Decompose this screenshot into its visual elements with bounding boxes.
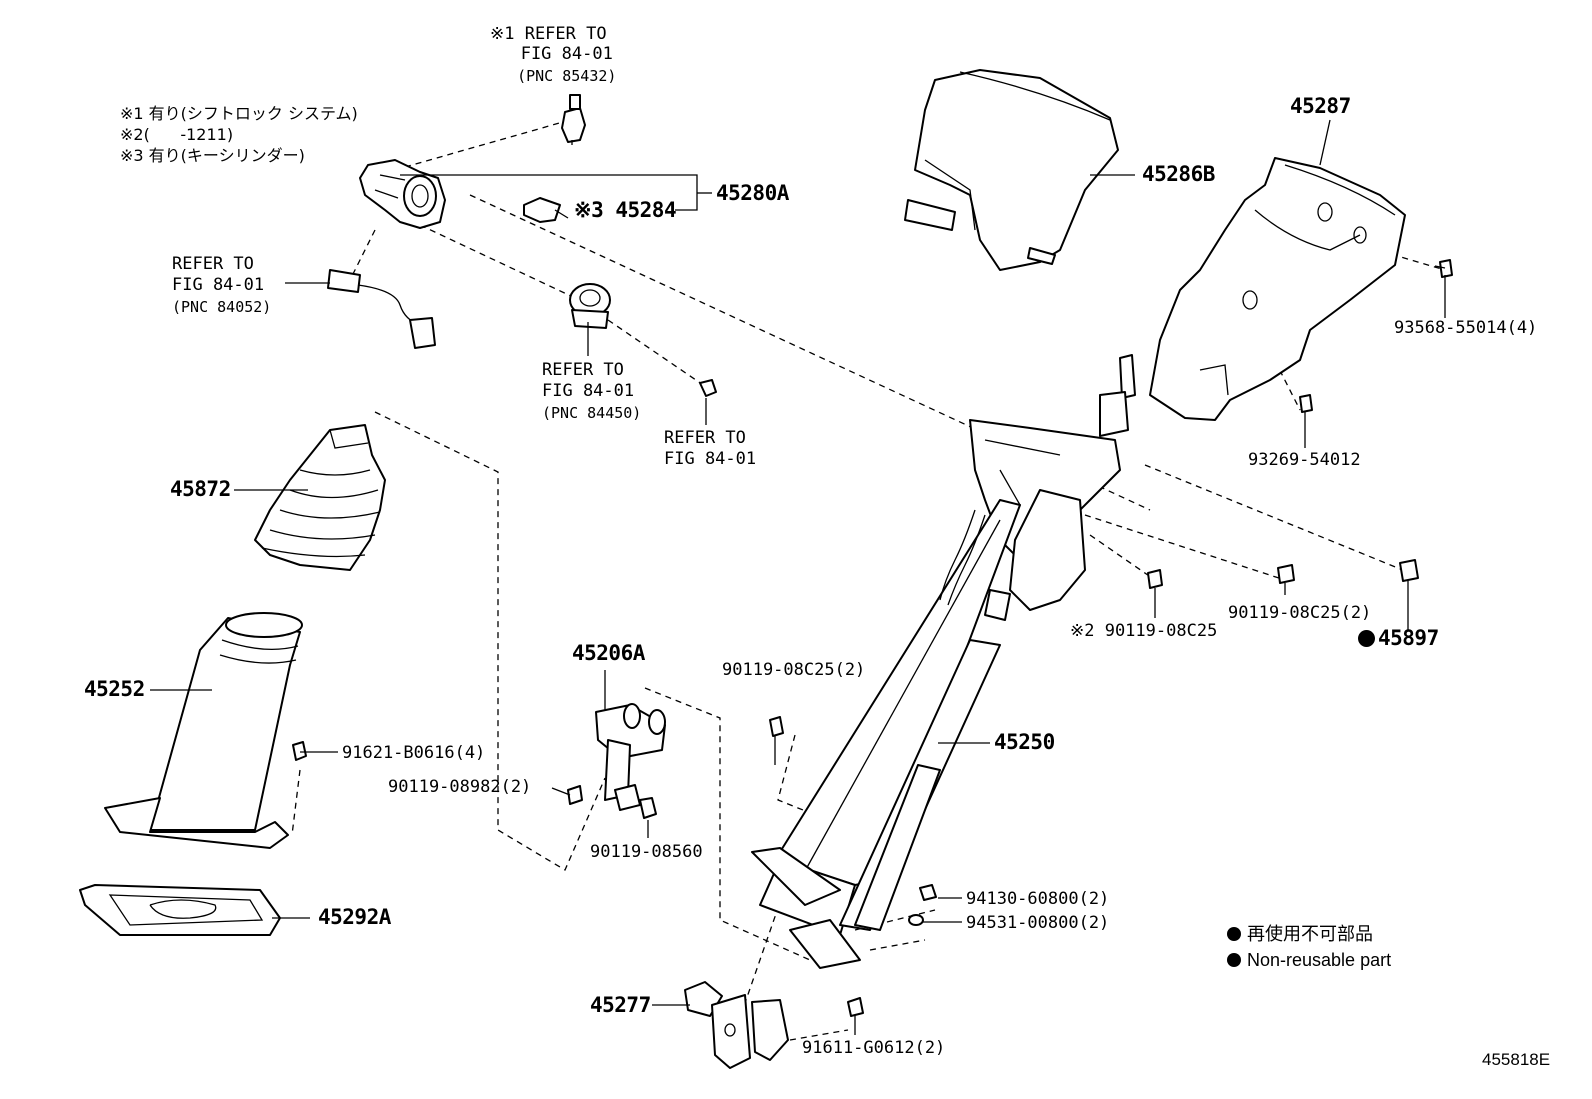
key-cylinder-45284 bbox=[523, 197, 569, 223]
callout-90119-08560: 90119-08560 bbox=[590, 842, 703, 862]
callout-45897: 45897 bbox=[1358, 628, 1439, 649]
column-cover-45287 bbox=[1149, 157, 1406, 421]
callout-45206A: 45206A bbox=[572, 641, 645, 665]
note-1: ※1 有り(シフトロック システム) bbox=[120, 104, 358, 123]
small-screw-top bbox=[699, 379, 717, 397]
callout-90119-08982: 90119-08982(2) bbox=[388, 777, 532, 797]
callout-90119-08C25-mid: ※2 90119-08C25 bbox=[1070, 621, 1218, 641]
callout-94531-00800: 94531-00800(2) bbox=[966, 913, 1110, 933]
callout-45292A: 45292A bbox=[318, 905, 391, 929]
legend-en: Non-reusable part bbox=[1227, 950, 1391, 970]
callout-45250: 45250 bbox=[994, 730, 1055, 754]
dust-cover-45252 bbox=[104, 612, 303, 849]
legend-bullet-icon bbox=[1227, 927, 1241, 941]
intermediate-shaft-45206A bbox=[595, 703, 666, 811]
bolts bbox=[292, 259, 1453, 1017]
callout-94130-60800: 94130-60800(2) bbox=[966, 889, 1110, 909]
callout-90119-08C25-left: 90119-08C25(2) bbox=[722, 660, 866, 680]
column-cover-45286B bbox=[904, 69, 1119, 271]
callout-45286B: 45286B bbox=[1142, 162, 1215, 186]
shift-lock-switch bbox=[561, 94, 586, 143]
leader-lines bbox=[150, 119, 1446, 1035]
note-2: ※2( -1211) bbox=[120, 125, 234, 144]
callout-45277: 45277 bbox=[590, 993, 651, 1017]
callout-91611-G0612: 91611-G0612(2) bbox=[802, 1038, 946, 1058]
non-reusable-marker-icon bbox=[1358, 630, 1375, 647]
callout-45284: ※3 45284 bbox=[574, 198, 677, 222]
note-3: ※3 有り(キーシリンダー) bbox=[120, 146, 305, 165]
callout-45252: 45252 bbox=[84, 677, 145, 701]
lock-housing-45280A bbox=[359, 159, 446, 229]
callout-45280A: 45280A bbox=[716, 181, 789, 205]
boot-45872 bbox=[254, 424, 386, 571]
figure-id: 455818E bbox=[1482, 1050, 1551, 1069]
legend-bullet-icon bbox=[1227, 953, 1241, 967]
callout-91621-B0616: 91621-B0616(4) bbox=[342, 743, 486, 763]
steering-column-45250 bbox=[751, 354, 1136, 969]
plate-45292A bbox=[79, 884, 281, 936]
illumination-ring bbox=[569, 283, 611, 329]
callout-90119-08C25-right: 90119-08C25(2) bbox=[1228, 603, 1372, 623]
callout-45872: 45872 bbox=[170, 477, 231, 501]
bracket-45277 bbox=[684, 981, 789, 1069]
legend-jp: 再使用不可部品 bbox=[1227, 924, 1373, 944]
callout-93269-54012: 93269-54012 bbox=[1248, 450, 1361, 470]
callout-45287: 45287 bbox=[1290, 94, 1351, 118]
connector-harness bbox=[327, 269, 436, 349]
callout-93568-55014: 93568-55014(4) bbox=[1394, 318, 1538, 338]
